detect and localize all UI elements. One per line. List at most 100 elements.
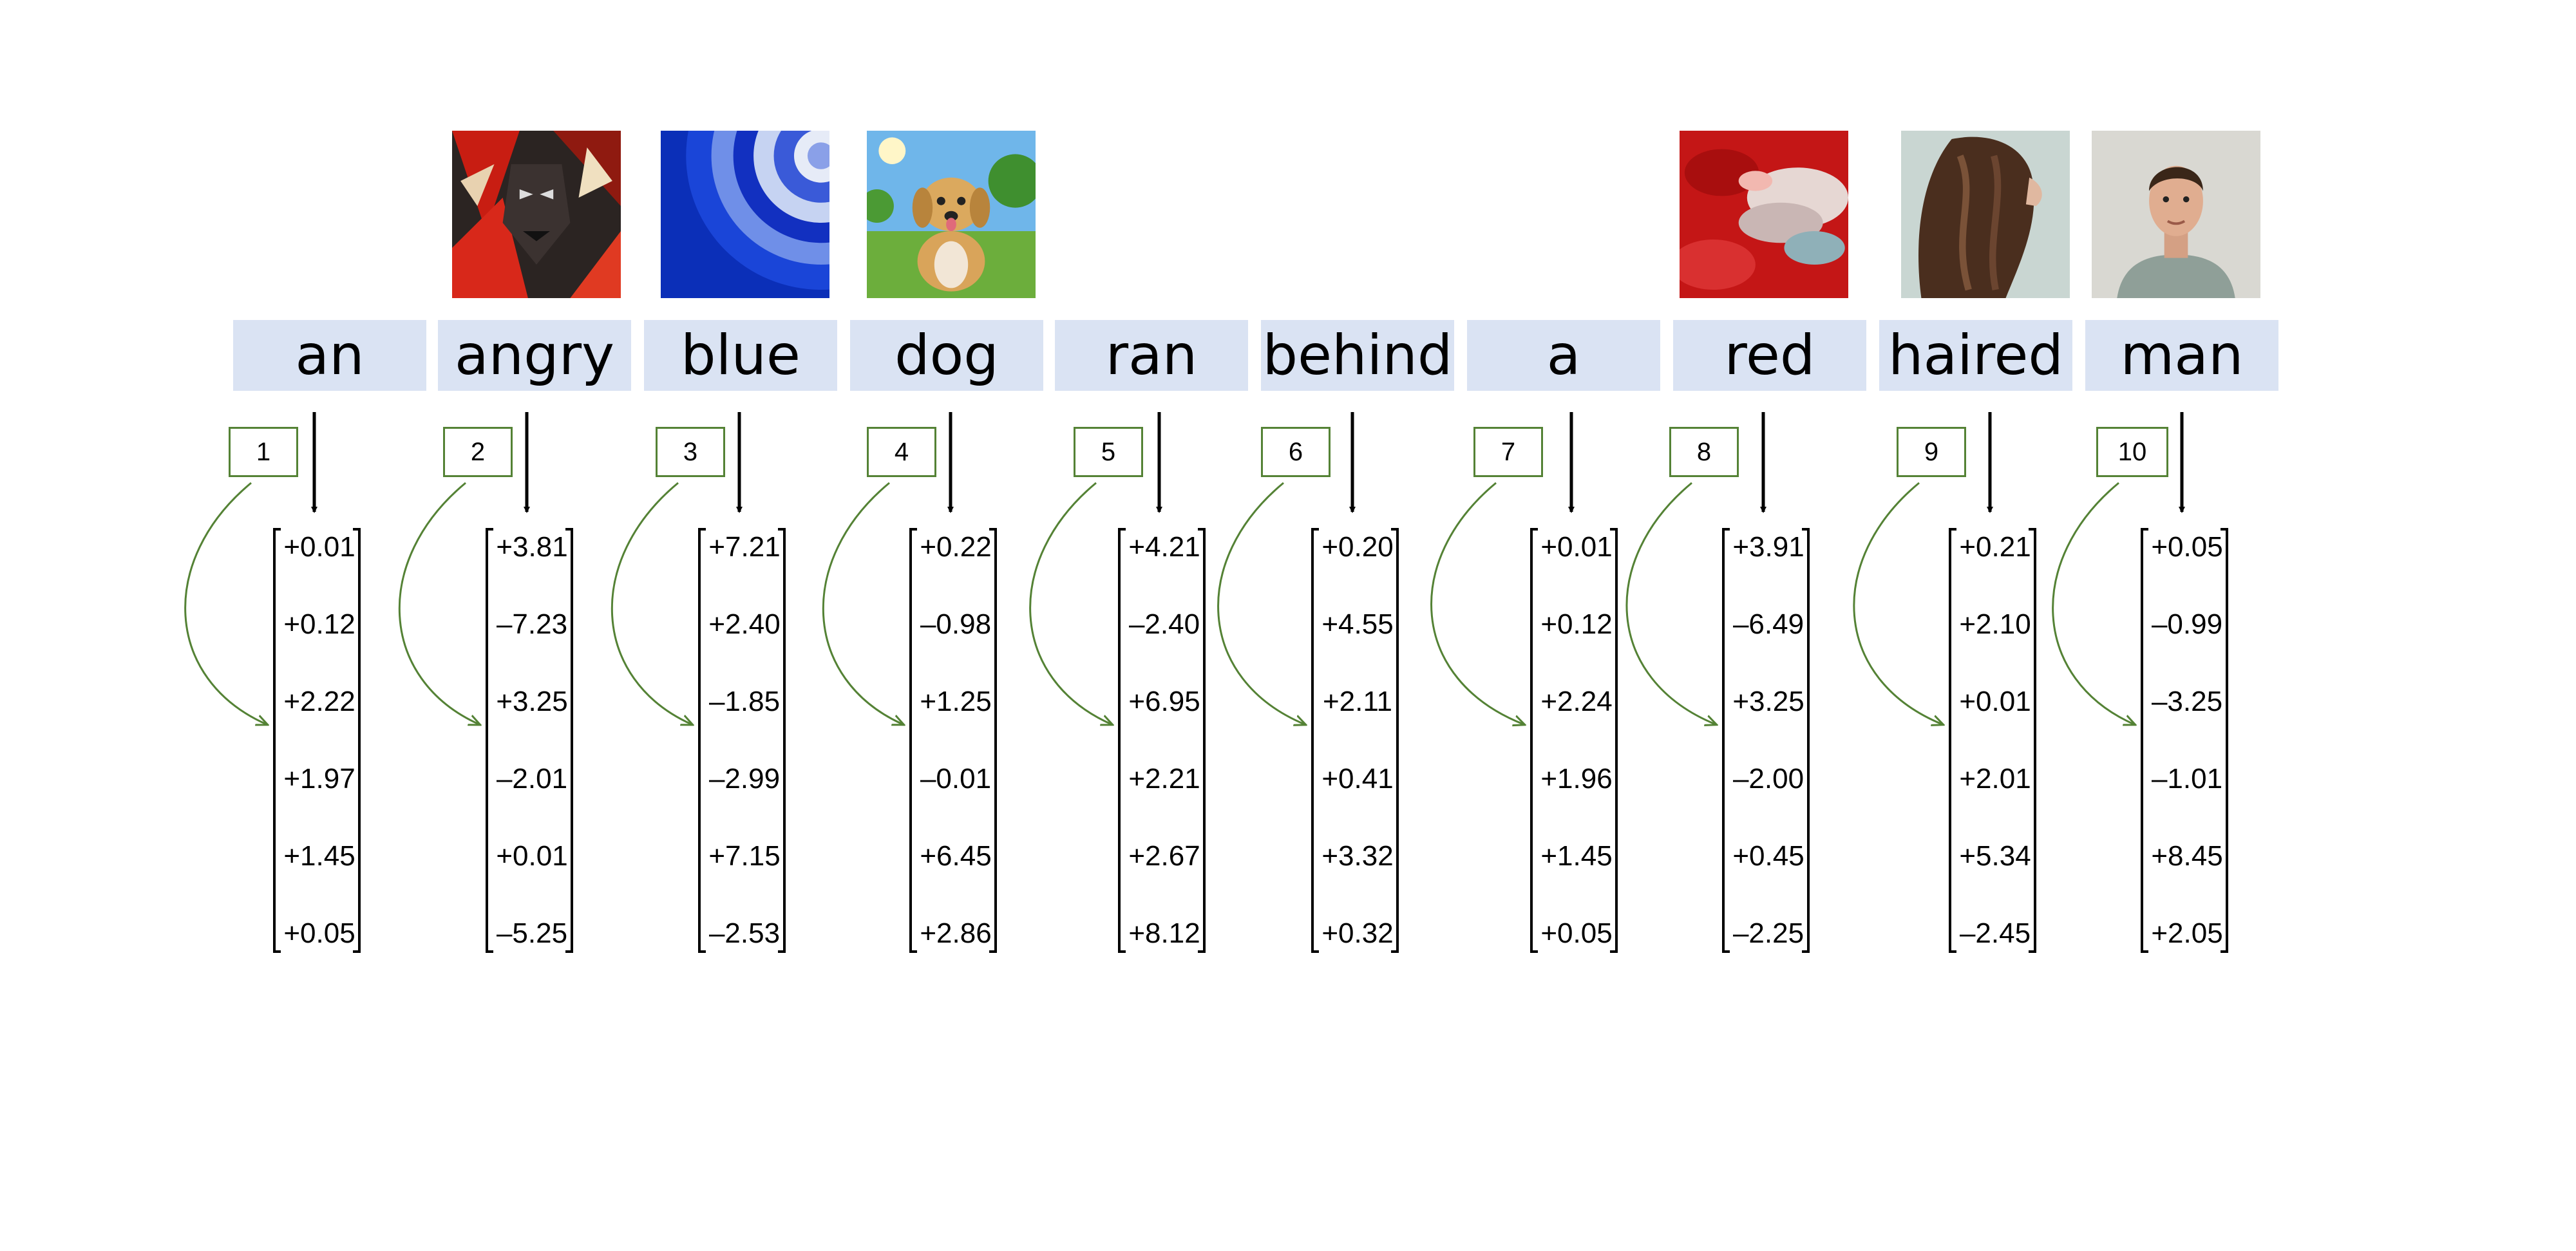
index-to-vector-curve xyxy=(1430,482,1524,724)
token-index-box: 7 xyxy=(1473,427,1543,477)
vector-value: +0.12 xyxy=(283,608,355,640)
vector-value: +1.96 xyxy=(1540,763,1613,795)
vector-left-bracket xyxy=(2141,528,2148,953)
vector-value: +0.20 xyxy=(1321,531,1394,563)
vector-value: –5.25 xyxy=(496,917,568,949)
vector-value: +0.12 xyxy=(1540,608,1613,640)
vector-value: –2.25 xyxy=(1732,917,1804,949)
vector-value: +0.32 xyxy=(1321,917,1394,949)
vector-left-bracket xyxy=(1311,528,1319,953)
vector-left-bracket xyxy=(1949,528,1956,953)
token-index-box: 8 xyxy=(1669,427,1739,477)
vector-left-bracket xyxy=(698,528,706,953)
vector-value: +1.45 xyxy=(283,840,355,872)
vector-right-bracket xyxy=(778,528,786,953)
vector-value: –7.23 xyxy=(496,608,568,640)
index-to-vector-curve xyxy=(611,482,692,724)
puppy-in-park-image xyxy=(867,131,1036,298)
token-index-box: 10 xyxy=(2096,427,2168,477)
token-index-box: 4 xyxy=(867,427,936,477)
vector-value: +1.97 xyxy=(283,763,355,795)
vector-value: +0.41 xyxy=(1321,763,1394,795)
vector-right-bracket xyxy=(2029,528,2036,953)
index-to-vector-curve xyxy=(184,482,267,724)
token-ran: ran xyxy=(1055,320,1248,391)
vector-value: +4.55 xyxy=(1321,608,1394,640)
vector-right-bracket xyxy=(989,528,997,953)
token-haired: haired xyxy=(1879,320,2072,391)
vector-right-bracket xyxy=(1610,528,1618,953)
index-to-vector-curve xyxy=(2052,482,2134,724)
vector-value: –2.99 xyxy=(708,763,781,795)
vector-value: +2.86 xyxy=(920,917,992,949)
vector-right-bracket xyxy=(1198,528,1206,953)
token-index-box: 9 xyxy=(1897,427,1966,477)
token-index-box: 3 xyxy=(656,427,725,477)
token-dog: dog xyxy=(850,320,1043,391)
vector-left-bracket xyxy=(273,528,281,953)
vector-value: +0.01 xyxy=(496,840,568,872)
token-red: red xyxy=(1673,320,1866,391)
vector-left-bracket xyxy=(486,528,493,953)
vector-value: +0.05 xyxy=(2151,531,2223,563)
vector-value: +2.67 xyxy=(1128,840,1200,872)
token-man: man xyxy=(2085,320,2278,391)
vector-value: +2.01 xyxy=(1959,763,2031,795)
vector-right-bracket xyxy=(565,528,573,953)
vector-value: +0.45 xyxy=(1732,840,1804,872)
vector-value: +2.24 xyxy=(1540,686,1613,717)
vector-value: –6.49 xyxy=(1732,608,1804,640)
token-index-box: 5 xyxy=(1074,427,1143,477)
vector-value: –2.01 xyxy=(496,763,568,795)
token-an: an xyxy=(233,320,426,391)
index-to-vector-curve xyxy=(1029,482,1112,724)
vector-value: +3.32 xyxy=(1321,840,1394,872)
vector-value: +2.11 xyxy=(1322,686,1393,717)
token-index-box: 6 xyxy=(1261,427,1331,477)
vector-value: +2.05 xyxy=(2151,917,2223,949)
token-blue: blue xyxy=(644,320,837,391)
vector-value: –1.85 xyxy=(708,686,781,717)
token-index-box: 1 xyxy=(229,427,298,477)
vector-right-bracket xyxy=(2221,528,2228,953)
vector-left-bracket xyxy=(1530,528,1538,953)
vector-value: +6.45 xyxy=(920,840,992,872)
vector-value: +2.22 xyxy=(283,686,355,717)
vector-value: +0.22 xyxy=(920,531,992,563)
vector-value: +5.34 xyxy=(1959,840,2031,872)
vector-value: +1.45 xyxy=(1540,840,1613,872)
vector-value: +8.45 xyxy=(2151,840,2223,872)
vector-value: +1.25 xyxy=(920,686,992,717)
index-to-vector-curve xyxy=(1853,482,1942,724)
vector-left-bracket xyxy=(909,528,917,953)
red-cloud-texture-image xyxy=(1680,131,1848,298)
man-portrait-image xyxy=(2092,131,2260,298)
vector-left-bracket xyxy=(1118,528,1126,953)
vector-value: –0.98 xyxy=(920,608,992,640)
vector-value: –2.53 xyxy=(708,917,781,949)
token-a: a xyxy=(1467,320,1660,391)
vector-value: –0.99 xyxy=(2151,608,2223,640)
vector-value: –2.00 xyxy=(1732,763,1804,795)
vector-value: +0.05 xyxy=(283,917,355,949)
vector-value: +7.21 xyxy=(708,531,781,563)
vector-value: +4.21 xyxy=(1128,531,1200,563)
vector-value: +0.01 xyxy=(283,531,355,563)
vector-value: +7.15 xyxy=(708,840,781,872)
vector-value: –3.25 xyxy=(2151,686,2223,717)
token-angry: angry xyxy=(438,320,631,391)
index-to-vector-curve xyxy=(1625,482,1716,724)
vector-value: –0.01 xyxy=(920,763,992,795)
token-index-box: 2 xyxy=(443,427,513,477)
vector-value: +0.05 xyxy=(1540,917,1613,949)
vector-value: +3.25 xyxy=(496,686,568,717)
token-behind: behind xyxy=(1261,320,1454,391)
vector-left-bracket xyxy=(1722,528,1730,953)
vector-value: +2.21 xyxy=(1128,763,1200,795)
vector-value: –1.01 xyxy=(2151,763,2223,795)
vector-value: –2.45 xyxy=(1959,917,2031,949)
vector-value: +8.12 xyxy=(1128,917,1200,949)
vector-value: +2.10 xyxy=(1959,608,2031,640)
